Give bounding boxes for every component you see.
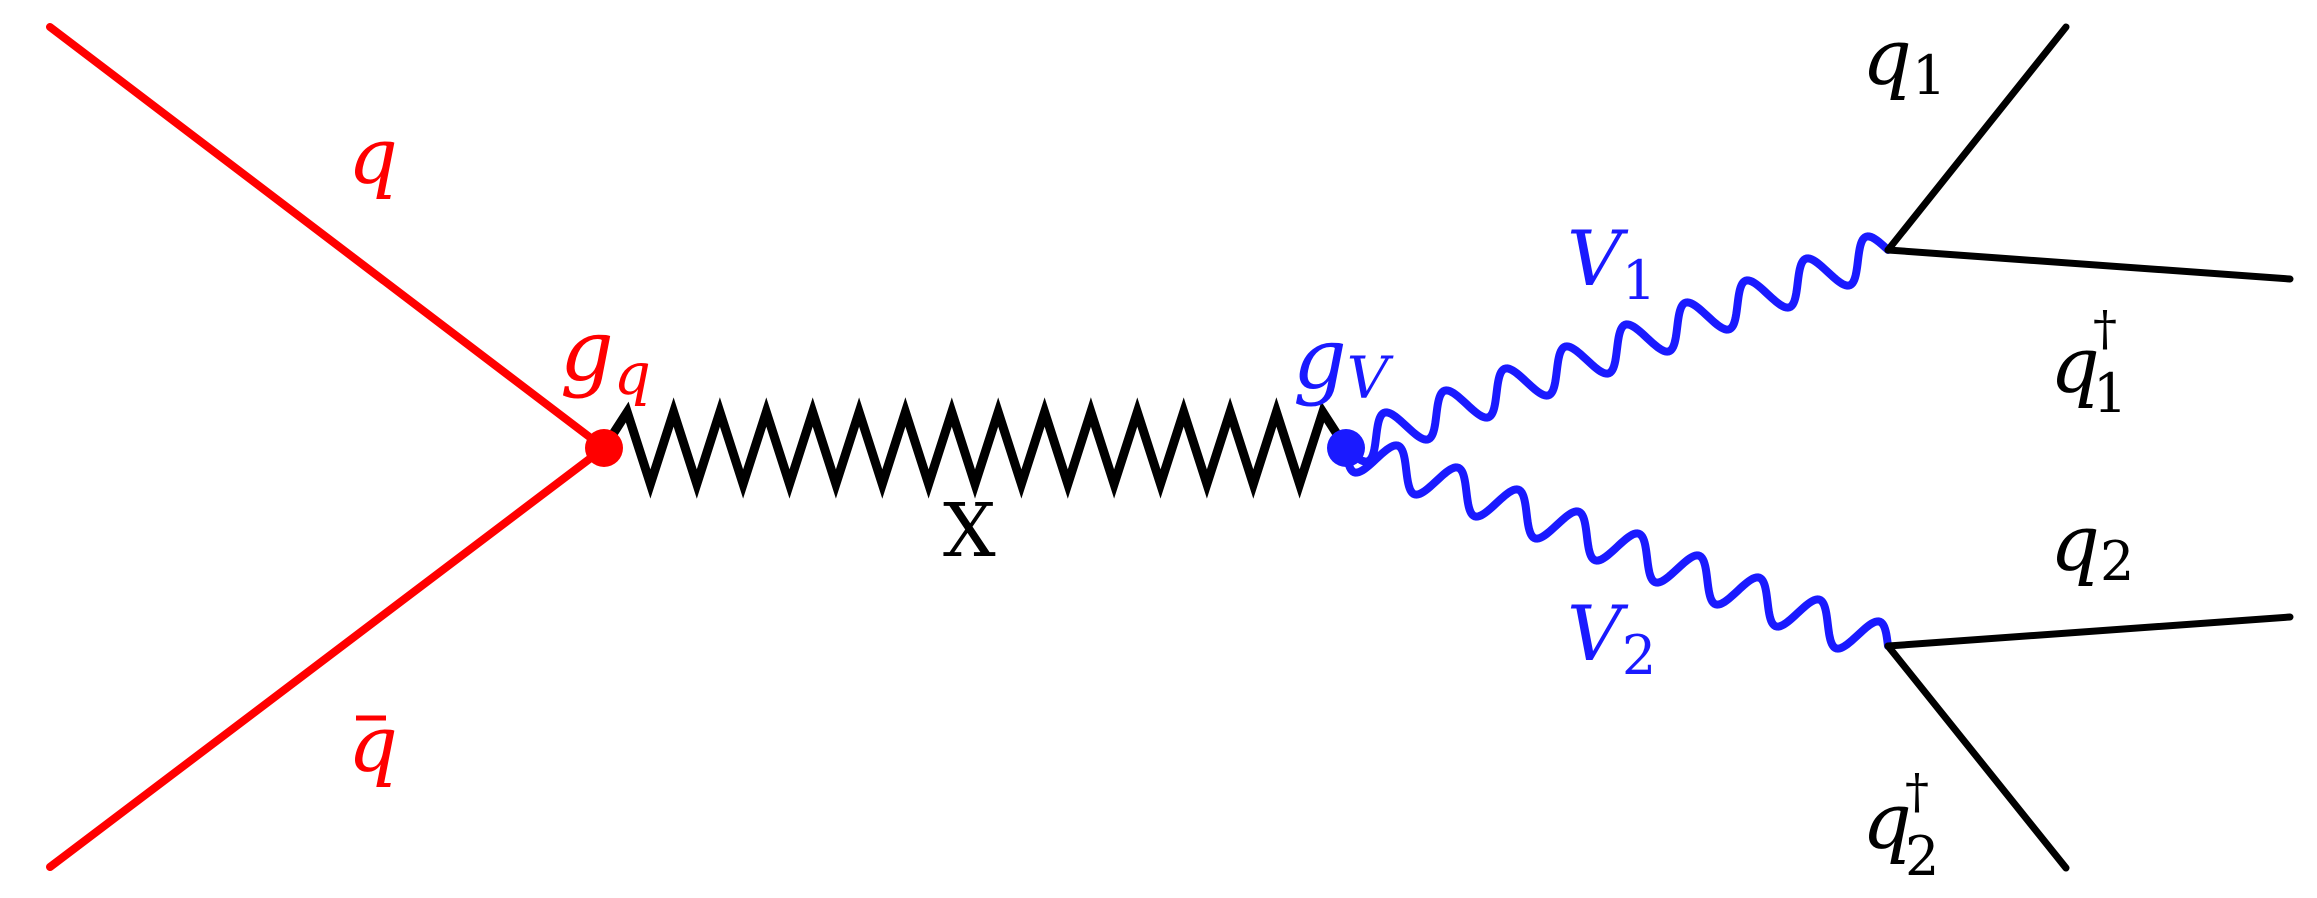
incoming-quark-line xyxy=(46,23,608,452)
vector-boson-v1-wavy-line xyxy=(1342,232,1892,466)
svg-text:†: † xyxy=(2093,301,2117,357)
label-gv: gV xyxy=(1293,310,1394,412)
mediator-x-zigzag xyxy=(599,397,1351,499)
label-q: q xyxy=(348,112,398,202)
label-x: X xyxy=(943,488,996,574)
vertex-gv-dot xyxy=(1327,429,1365,467)
outgoing-quark-q2-dagger-line xyxy=(1884,642,2070,872)
outgoing-quark-q2-line xyxy=(1884,613,2294,650)
vector-boson-v2-wavy-line xyxy=(1342,441,1892,653)
svg-text:1: 1 xyxy=(2093,362,2127,425)
outgoing-quark-q1-line xyxy=(1884,23,2070,254)
label-gq: gq xyxy=(560,302,651,408)
label-q1-dagger: q † 1 xyxy=(2050,301,2127,425)
svg-text:q: q xyxy=(1862,777,1912,867)
label-q1: q1 xyxy=(1862,13,1946,107)
label-q2-dagger: q † 2 xyxy=(1862,764,1939,888)
svg-text:2: 2 xyxy=(1905,825,1939,888)
outgoing-quark-q1-dagger-line xyxy=(1884,246,2294,283)
label-qbar: q xyxy=(348,700,398,790)
label-v2: V2 xyxy=(1567,589,1656,687)
vertex-gq-dot xyxy=(585,429,623,467)
svg-text:q: q xyxy=(348,700,398,790)
label-v1: V1 xyxy=(1567,214,1656,312)
label-q2: q2 xyxy=(2050,499,2134,593)
incoming-antiquark-line xyxy=(46,444,608,871)
svg-text:q: q xyxy=(2050,321,2100,411)
svg-text:†: † xyxy=(1905,764,1929,820)
